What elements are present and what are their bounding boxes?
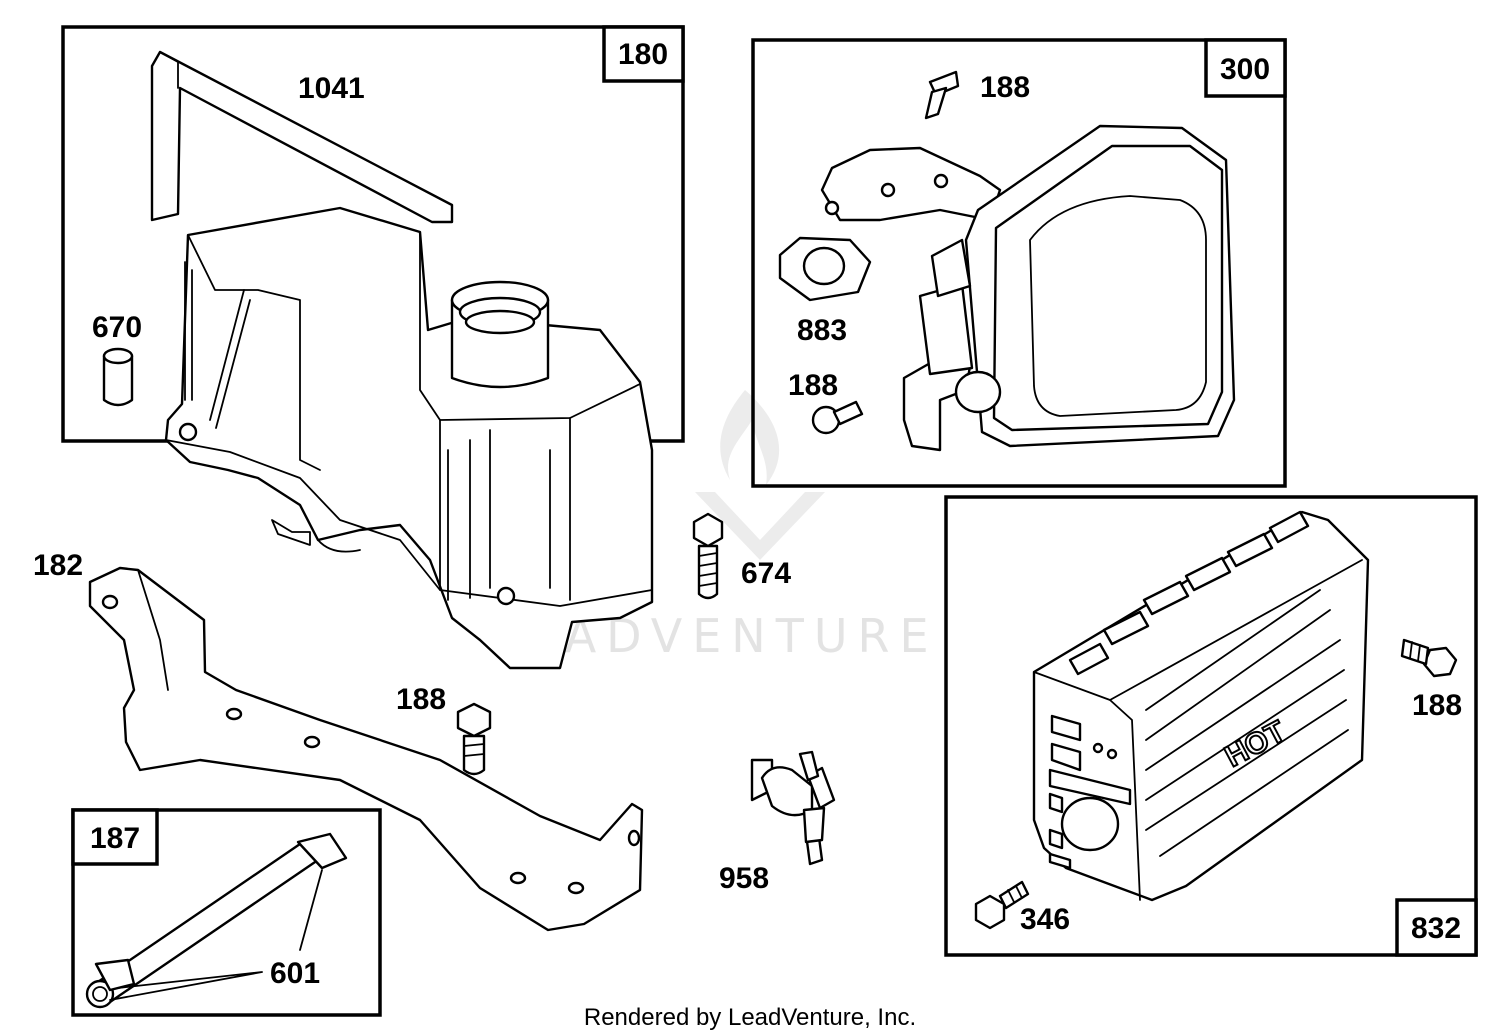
bolt-188-center [456, 702, 492, 776]
assembly-tag-187: 187 [71, 808, 159, 866]
callout-188-right: 188 [1412, 689, 1462, 722]
assembly-box-832 [944, 495, 1478, 957]
hose-187 [85, 832, 348, 1009]
callout-883: 883 [797, 314, 847, 347]
callout-188-center: 188 [396, 683, 446, 716]
screw-674 [692, 512, 724, 600]
assembly-box-300 [751, 38, 1287, 488]
fuel-tank [164, 206, 654, 670]
callout-670: 670 [92, 311, 142, 344]
bracket-182 [88, 566, 644, 932]
heat-shield-832: HOT [1032, 510, 1370, 902]
watermark-chevron-icon [695, 492, 825, 560]
callout-1041: 1041 [298, 72, 365, 105]
callout-182: 182 [33, 549, 83, 582]
bolt-188-right [1400, 638, 1458, 678]
callout-958: 958 [719, 862, 769, 895]
assembly-tag-180: 180 [602, 25, 685, 83]
callout-674: 674 [741, 557, 791, 590]
leader-601-upper [299, 869, 323, 951]
callout-346: 346 [1020, 903, 1070, 936]
assembly-tag-832: 832 [1395, 898, 1478, 957]
leader-601-lower [109, 971, 263, 1001]
assembly-tag-300: 300 [1204, 38, 1287, 98]
watermark-flame-icon [720, 390, 780, 485]
spacer-670 [102, 347, 134, 407]
svg-text:300: 300 [1220, 53, 1270, 86]
callout-188-muffler: 188 [788, 369, 838, 402]
footer-credit: Rendered by LeadVenture, Inc. [584, 1004, 916, 1031]
svg-text:832: 832 [1411, 912, 1461, 945]
assembly-box-187 [71, 808, 382, 1017]
svg-text:187: 187 [90, 822, 140, 855]
callout-188-top: 188 [980, 71, 1030, 104]
bolt-346 [974, 880, 1030, 930]
callout-601: 601 [270, 957, 320, 990]
fuel-valve-958 [750, 750, 836, 866]
muffler-300 [778, 70, 1236, 452]
svg-text:180: 180 [618, 38, 668, 71]
bracket-1041 [150, 50, 454, 224]
